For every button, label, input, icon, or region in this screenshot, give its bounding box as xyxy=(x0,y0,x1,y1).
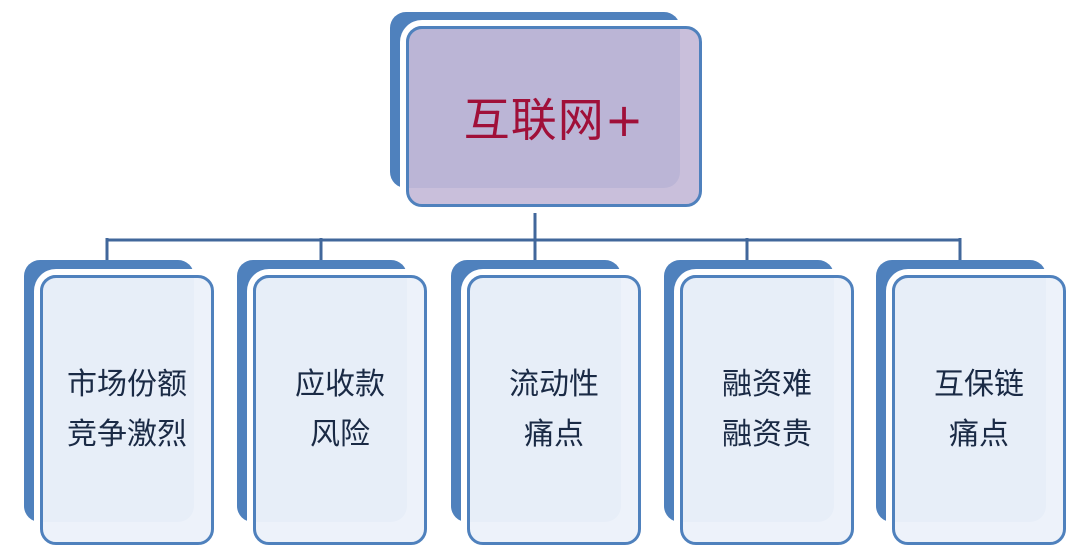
child-node-label-line2: 风险 xyxy=(310,417,370,452)
child-node-mutual-guarantee: 互保链 痛点 xyxy=(892,275,1066,545)
child-node-label-line1: 应收款 xyxy=(295,367,385,402)
child-node-label-line2: 融资贵 xyxy=(722,417,812,452)
child-node-label-line1: 融资难 xyxy=(722,367,812,402)
child-node-label-line1: 互保链 xyxy=(934,367,1024,402)
child-node-label-line1: 市场份额 xyxy=(67,367,187,402)
root-node: 互联网+ xyxy=(406,26,702,207)
child-node-label-line2: 竞争激烈 xyxy=(67,417,187,452)
root-node-label: 互联网+ xyxy=(463,92,645,147)
child-node-market-share: 市场份额 竞争激烈 xyxy=(40,275,214,545)
child-node-liquidity: 流动性 痛点 xyxy=(467,275,641,545)
child-node-label-line2: 痛点 xyxy=(949,417,1009,452)
child-node-label-line1: 流动性 xyxy=(509,367,599,402)
child-node-label-line2: 痛点 xyxy=(524,417,584,452)
child-node-financing: 融资难 融资贵 xyxy=(680,275,854,545)
child-node-receivables: 应收款 风险 xyxy=(253,275,427,545)
